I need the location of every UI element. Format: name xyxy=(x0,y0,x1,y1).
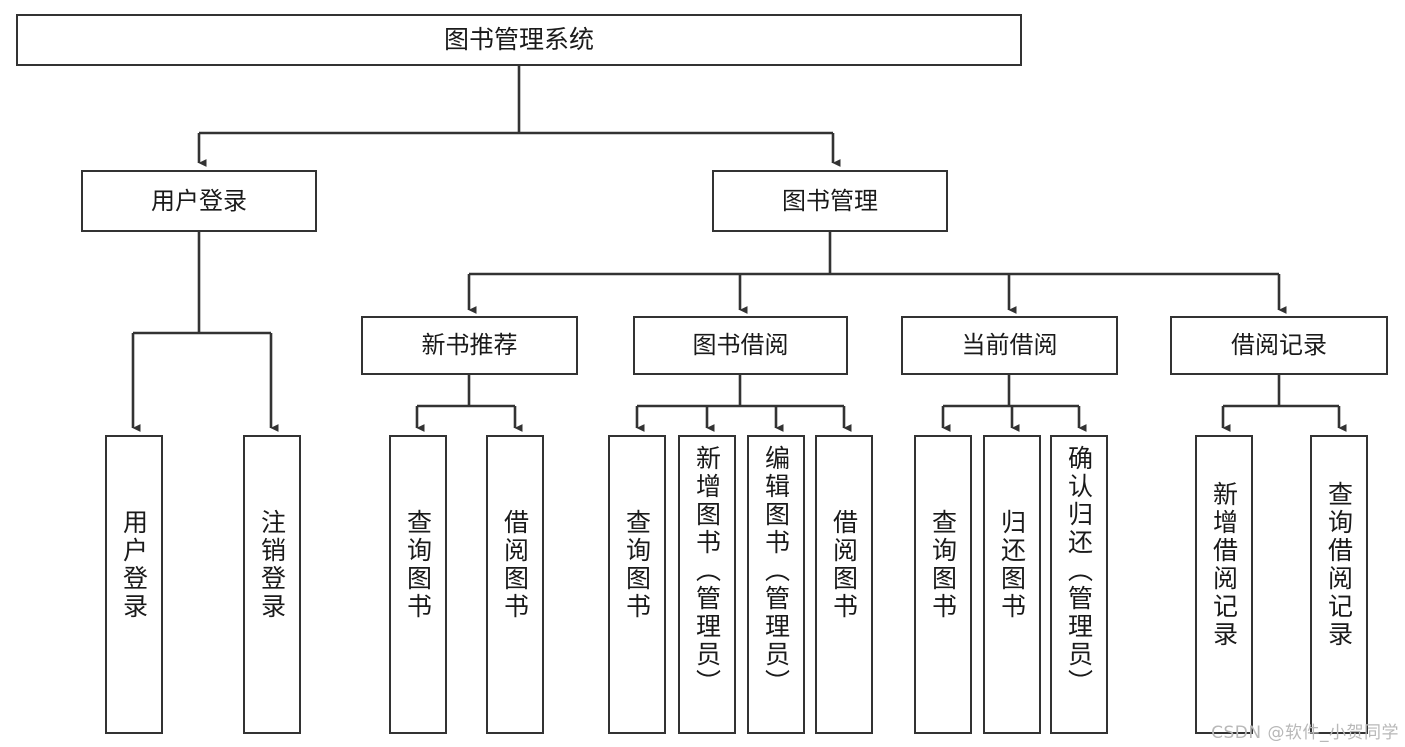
watermark: CSDN @软件_小贺同学 xyxy=(1211,723,1399,743)
leaf-add-borrow-record[interactable]: 新增借阅记录 xyxy=(1195,435,1253,734)
node-label: 查询借阅记录 xyxy=(1324,481,1354,649)
node-label: 新增图书（管理员） xyxy=(692,445,722,697)
node-label: 新书推荐 xyxy=(421,331,518,360)
leaf-user-login[interactable]: 用户登录 xyxy=(105,435,163,734)
node-label: 当前借阅 xyxy=(961,331,1058,360)
leaf-return-book[interactable]: 归还图书 xyxy=(983,435,1041,734)
node-label: 查询图书 xyxy=(403,509,433,621)
node-label: 借阅图书 xyxy=(500,509,530,621)
node-label: 图书借阅 xyxy=(692,331,789,360)
node-borrow-record[interactable]: 借阅记录 xyxy=(1170,316,1388,375)
node-label: 图书管理 xyxy=(782,186,878,215)
leaf-borrow-book-2[interactable]: 借阅图书 xyxy=(815,435,873,734)
leaf-borrow-book-1[interactable]: 借阅图书 xyxy=(486,435,544,734)
node-new-book-recommend[interactable]: 新书推荐 xyxy=(361,316,578,375)
node-label: 新增借阅记录 xyxy=(1209,481,1239,649)
node-user-login[interactable]: 用户登录 xyxy=(81,170,317,232)
node-label: 归还图书 xyxy=(997,509,1027,621)
leaf-query-book-1[interactable]: 查询图书 xyxy=(389,435,447,734)
node-current-borrow[interactable]: 当前借阅 xyxy=(901,316,1118,375)
node-label: 图书管理系统 xyxy=(443,25,594,55)
node-root-system[interactable]: 图书管理系统 xyxy=(16,14,1022,66)
node-label: 注销登录 xyxy=(257,509,287,621)
node-label: 确认归还（管理员） xyxy=(1064,445,1094,697)
leaf-query-book-2[interactable]: 查询图书 xyxy=(608,435,666,734)
node-label: 编辑图书（管理员） xyxy=(761,445,791,697)
node-label: 借阅图书 xyxy=(829,509,859,621)
node-label: 用户登录 xyxy=(151,186,247,215)
leaf-edit-book[interactable]: 编辑图书（管理员） xyxy=(747,435,805,734)
node-book-manage[interactable]: 图书管理 xyxy=(712,170,948,232)
leaf-confirm-return[interactable]: 确认归还（管理员） xyxy=(1050,435,1108,734)
leaf-query-borrow-record[interactable]: 查询借阅记录 xyxy=(1310,435,1368,734)
node-label: 查询图书 xyxy=(622,509,652,621)
node-label: 借阅记录 xyxy=(1231,331,1327,360)
node-book-borrow[interactable]: 图书借阅 xyxy=(633,316,848,375)
leaf-logout-login[interactable]: 注销登录 xyxy=(243,435,301,734)
node-label: 查询图书 xyxy=(928,509,958,621)
leaf-query-book-3[interactable]: 查询图书 xyxy=(914,435,972,734)
leaf-add-book[interactable]: 新增图书（管理员） xyxy=(678,435,736,734)
node-label: 用户登录 xyxy=(119,509,149,621)
